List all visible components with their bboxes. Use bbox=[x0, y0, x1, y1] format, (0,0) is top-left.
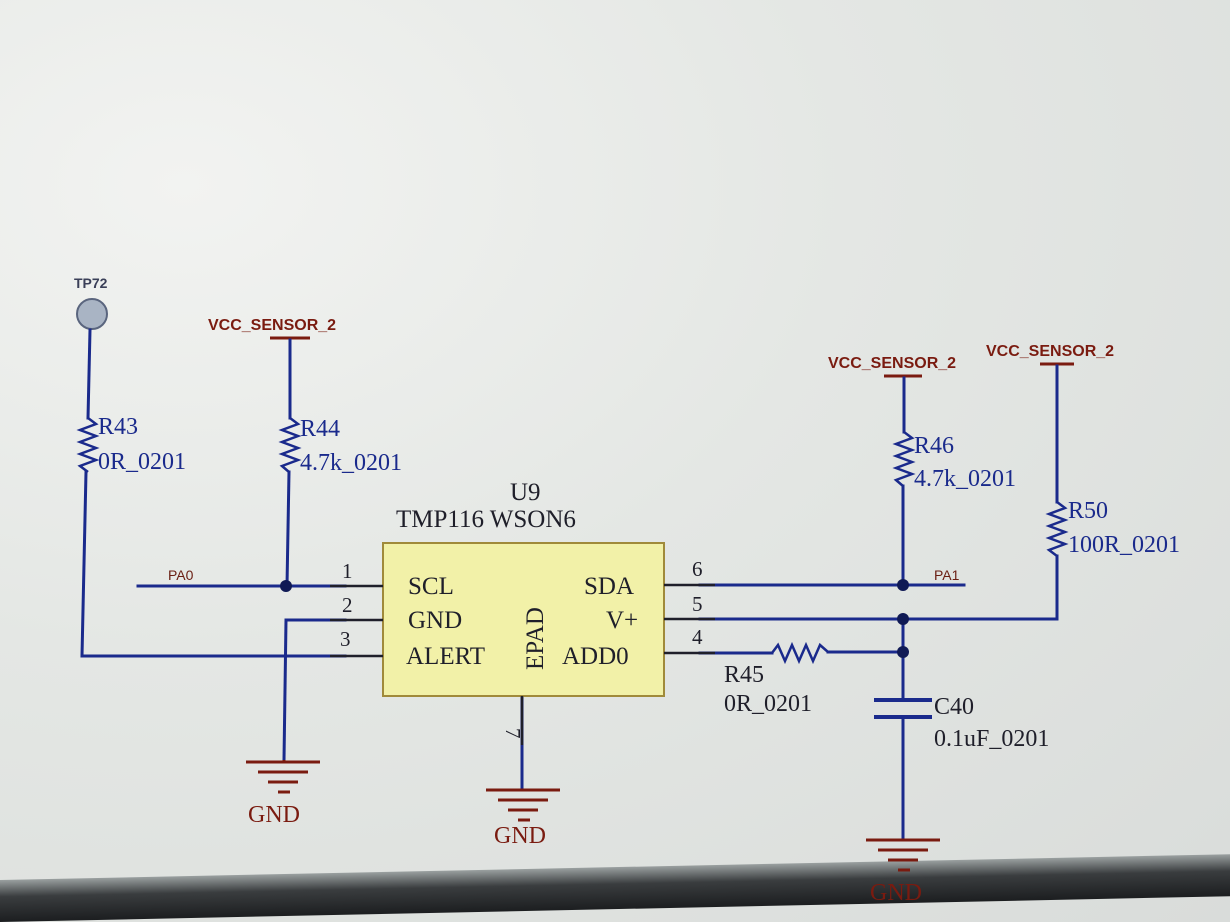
power-symbol-2: VCC_SENSOR_2 bbox=[828, 355, 956, 378]
pin-number: 3 bbox=[340, 627, 351, 651]
ic-body bbox=[382, 542, 665, 697]
r50-ref: R50 bbox=[1068, 498, 1108, 524]
ic-designator: U9 bbox=[510, 479, 541, 506]
resistor-r46-symbol bbox=[892, 431, 916, 487]
resistor-r50-symbol bbox=[1045, 501, 1069, 557]
power-symbol-1: VCC_SENSOR_2 bbox=[208, 317, 336, 340]
pin-number: 7 bbox=[501, 728, 525, 739]
pin-name: GND bbox=[408, 607, 462, 634]
power-label: VCC_SENSOR_2 bbox=[986, 343, 1114, 360]
r43-value: 0R_0201 bbox=[98, 449, 186, 475]
r45-value: 0R_0201 bbox=[724, 691, 812, 717]
resistor-r44-symbol bbox=[278, 417, 302, 473]
testpoint-label: TP72 bbox=[74, 275, 108, 291]
resistor-r45-symbol bbox=[771, 641, 829, 665]
r44-ref: R44 bbox=[300, 416, 340, 442]
pin-name: SCL bbox=[408, 573, 454, 600]
testpoint-tp72: TP72 bbox=[74, 275, 108, 330]
wires bbox=[80, 328, 1059, 842]
r44-value: 4.7k_0201 bbox=[300, 450, 402, 476]
ic-u9: U9 TMP116 WSON6 1 2 3 SCL GND ALERT 6 5 … bbox=[330, 479, 715, 745]
pin-number: 5 bbox=[692, 592, 703, 616]
r46-value: 4.7k_0201 bbox=[914, 466, 1016, 492]
net-label-pa0: PA0 bbox=[168, 567, 194, 583]
ground-label: GND bbox=[870, 880, 922, 906]
c40-value: 0.1uF_0201 bbox=[934, 726, 1049, 752]
capacitor-c40-symbol bbox=[874, 698, 932, 719]
pin-name: ALERT bbox=[406, 643, 485, 670]
power-symbol-3: VCC_SENSOR_2 bbox=[986, 343, 1114, 366]
pin-name: V+ bbox=[606, 607, 638, 634]
r50-value: 100R_0201 bbox=[1068, 532, 1180, 558]
ground-label: GND bbox=[494, 823, 546, 849]
ground-symbol-2: GND bbox=[486, 788, 560, 849]
pin-number: 1 bbox=[342, 559, 353, 583]
r45-ref: R45 bbox=[724, 662, 764, 688]
pin-name: ADD0 bbox=[562, 643, 629, 670]
power-label: VCC_SENSOR_2 bbox=[828, 355, 956, 372]
junction-dot bbox=[897, 646, 909, 658]
r43-ref: R43 bbox=[98, 414, 138, 440]
ground-symbol-3: GND bbox=[866, 838, 940, 906]
ground-label: GND bbox=[248, 802, 300, 828]
junction-dot bbox=[897, 613, 909, 625]
ic-part-number: TMP116 WSON6 bbox=[396, 506, 576, 533]
pin-number: 6 bbox=[692, 557, 703, 581]
r46-ref: R46 bbox=[914, 433, 954, 459]
pin-number: 2 bbox=[342, 593, 353, 617]
junction-dot bbox=[897, 579, 909, 591]
pin-name: SDA bbox=[584, 573, 634, 600]
power-label: VCC_SENSOR_2 bbox=[208, 317, 336, 334]
ground-symbol-1: GND bbox=[246, 760, 320, 828]
junctions bbox=[280, 579, 909, 658]
epad-label: EPAD bbox=[522, 607, 549, 670]
net-label-pa1: PA1 bbox=[934, 567, 960, 583]
testpoint-pad bbox=[76, 298, 108, 330]
component-labels: R43 0R_0201 R44 4.7k_0201 R46 4.7k_0201 … bbox=[98, 414, 1180, 752]
pin-number: 4 bbox=[692, 625, 703, 649]
c40-ref: C40 bbox=[934, 694, 974, 720]
resistor-r43-symbol bbox=[76, 417, 100, 473]
junction-dot bbox=[280, 580, 292, 592]
